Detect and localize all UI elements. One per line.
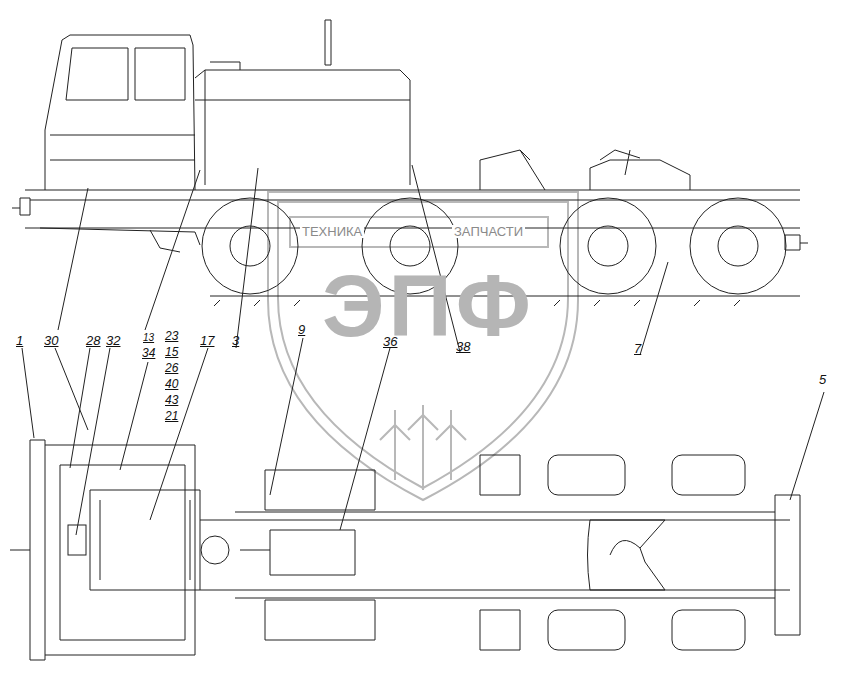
watermark-shield (268, 192, 578, 500)
callout-number: 1 (16, 334, 23, 347)
callout-number: 21 (165, 410, 178, 422)
callout-number: 17 (200, 334, 214, 347)
callout-number: 26 (165, 362, 178, 374)
callout-number: 23 (165, 330, 178, 342)
watermark-text: ТЕХНИКА (300, 225, 364, 238)
callout-number: 32 (106, 334, 120, 347)
callout-number: 28 (86, 334, 100, 347)
callout-number: 15 (165, 346, 178, 358)
callout-number: 30 (44, 334, 58, 347)
callout-number: 13 (143, 333, 154, 343)
watermark-logo: ЭПФ (322, 262, 535, 350)
callout-number: 7 (634, 342, 641, 355)
top-view (10, 440, 800, 660)
callout-number: 40 (165, 378, 178, 390)
callout-number: 9 (298, 323, 305, 336)
watermark-text: ЗАПЧАСТИ (452, 225, 525, 238)
leader-lines (22, 165, 824, 535)
callout-number: 3 (232, 334, 239, 347)
callout-number: 34 (142, 347, 155, 359)
callout-number: 43 (165, 394, 178, 406)
callout-number: 5 (819, 373, 826, 386)
